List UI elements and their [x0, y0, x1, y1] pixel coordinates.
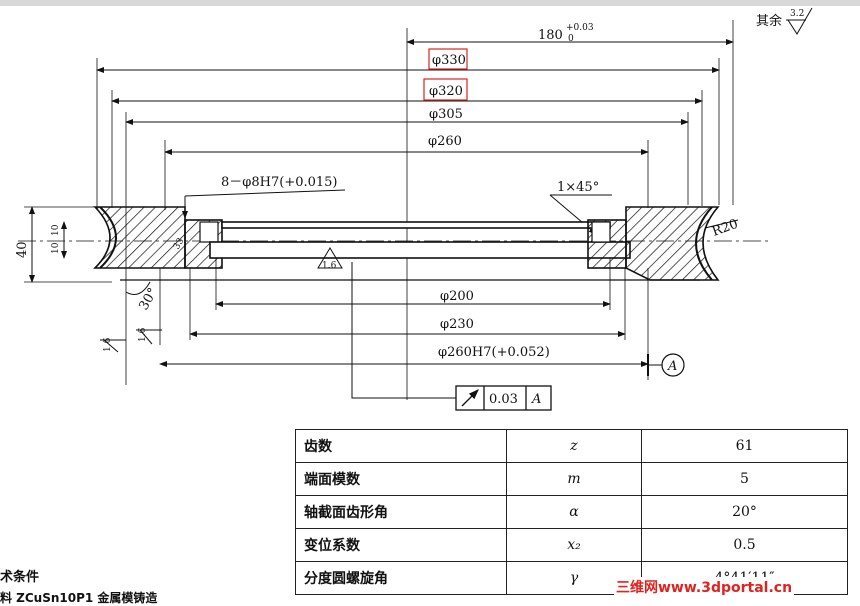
right-hole [591, 221, 611, 243]
d305-text: φ305 [429, 107, 463, 122]
parameter-table: 齿数z61端面模数m5轴截面齿形角α20°变位系数x₂0.5分度圆螺旋角γ4°4… [295, 429, 848, 595]
param-value: 20° [641, 495, 848, 529]
rough-left-b-symbol [136, 329, 162, 345]
param-symbol: m [506, 462, 642, 496]
rough-left-a-symbol [100, 339, 126, 353]
holes-leader [184, 189, 346, 197]
param-value: 0.5 [641, 528, 848, 562]
section-view [18, 206, 770, 380]
watermark: 三维网www.3dportal.cn [614, 577, 795, 597]
web-top [221, 221, 611, 229]
tech-requirements-title: 术条件 [0, 570, 40, 585]
right-tooth-profile [695, 206, 713, 281]
left-rim [93, 206, 186, 269]
d330-highlight [428, 48, 468, 70]
surface-note-value: 3.2 [790, 9, 804, 19]
left-hole [199, 221, 219, 243]
param-symbol: x₂ [506, 528, 642, 562]
width-tol-lower: 0 [568, 34, 574, 44]
angle-arc [125, 281, 151, 295]
param-name: 分度圆螺旋角 [295, 561, 507, 595]
radius-text: R20 [710, 217, 740, 240]
width-tol-upper: +0.03 [566, 23, 594, 33]
tol-value-text: 0.03 [489, 392, 518, 407]
window-frame [0, 0, 860, 6]
tol-leader [351, 262, 456, 399]
h10b-text: 10 [51, 242, 61, 254]
datum-text: A [667, 359, 677, 374]
left-tooth-profile [99, 206, 117, 269]
datum-circle [661, 353, 685, 377]
holes-text: 8－φ8H7(+0.015) [221, 175, 338, 190]
rough-inner-symbol [317, 247, 343, 269]
d230-text: φ230 [440, 317, 474, 332]
d260-text: φ260 [428, 134, 462, 149]
param-symbol: z [506, 429, 642, 463]
surface-note-label: 其余 [756, 13, 782, 29]
radius-leader [704, 219, 739, 229]
width-dim-text: 180 [538, 28, 563, 43]
h40-text: 40 [15, 241, 30, 258]
param-name: 齿数 [295, 429, 507, 463]
d330-text: φ330 [432, 53, 466, 68]
param-value: 61 [641, 429, 848, 463]
d200-text: φ200 [440, 289, 474, 304]
rough-inner-text: 1.6 [322, 261, 337, 271]
param-symbol: α [506, 495, 642, 529]
param-value: 5 [641, 462, 848, 496]
param-name: 端面模数 [295, 462, 507, 496]
tol-datum-text: A [531, 392, 541, 407]
runout-icon [461, 389, 479, 407]
d260h7-text: φ260H7(+0.052) [438, 345, 550, 360]
rough-left-a-text: 1.6 [103, 337, 113, 352]
param-name: 轴截面齿形角 [295, 495, 507, 529]
chamfer-text: 1×45° [557, 180, 599, 195]
web-bore [209, 241, 631, 259]
d320-text: φ320 [429, 84, 463, 99]
d320-highlight [423, 78, 468, 101]
rough-left-b-text: 1.6 [138, 327, 148, 342]
roughness-symbol [786, 7, 813, 35]
param-name: 变位系数 [295, 528, 507, 562]
h10a-text: 10 [51, 224, 61, 236]
angle-text: 30° [136, 286, 161, 313]
